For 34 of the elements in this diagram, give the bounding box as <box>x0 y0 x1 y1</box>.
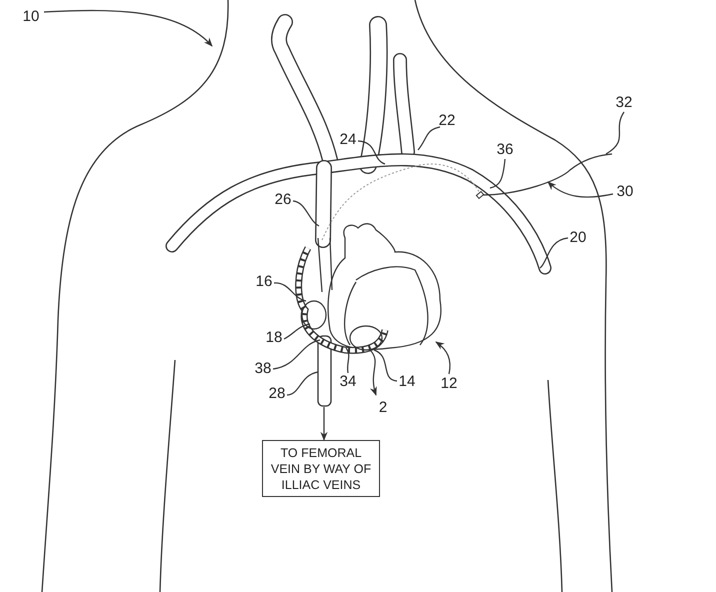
leader-line <box>346 348 350 374</box>
callout-number: 14 <box>398 374 416 390</box>
leader-line <box>606 112 625 154</box>
callout-number: 36 <box>496 142 514 158</box>
leader-line <box>286 371 318 396</box>
callout-number: 22 <box>438 113 456 129</box>
callout-number: 2 <box>378 400 388 416</box>
callout-number: 32 <box>616 95 632 111</box>
leader-line <box>272 339 320 370</box>
leader-line <box>274 282 306 302</box>
leader-line <box>358 140 386 165</box>
callout-number: 30 <box>616 184 634 200</box>
callout-number: 28 <box>268 386 286 402</box>
callout-number: 34 <box>340 374 356 390</box>
callout-number: 10 <box>22 9 40 25</box>
leader-line <box>374 349 398 382</box>
leader-line <box>292 200 320 226</box>
callout-number: 24 <box>340 132 356 148</box>
arrow <box>435 341 451 374</box>
note-box: TO FEMORAL VEIN BY WAY OF ILLIAC VEINS <box>262 440 380 497</box>
leader-line <box>540 237 568 268</box>
arrow <box>547 181 614 198</box>
arrow <box>44 10 213 47</box>
arrow <box>370 350 378 396</box>
callout-number: 16 <box>256 274 272 290</box>
leader-line <box>418 126 440 150</box>
arrow <box>320 407 328 441</box>
callout-number: 26 <box>274 192 292 208</box>
callout-number: 18 <box>266 330 282 346</box>
callout-number: 20 <box>570 230 586 246</box>
leader-line <box>490 158 506 189</box>
leader-line <box>284 323 310 340</box>
callout-number: 38 <box>254 361 272 377</box>
callout-number: 12 <box>440 376 458 392</box>
